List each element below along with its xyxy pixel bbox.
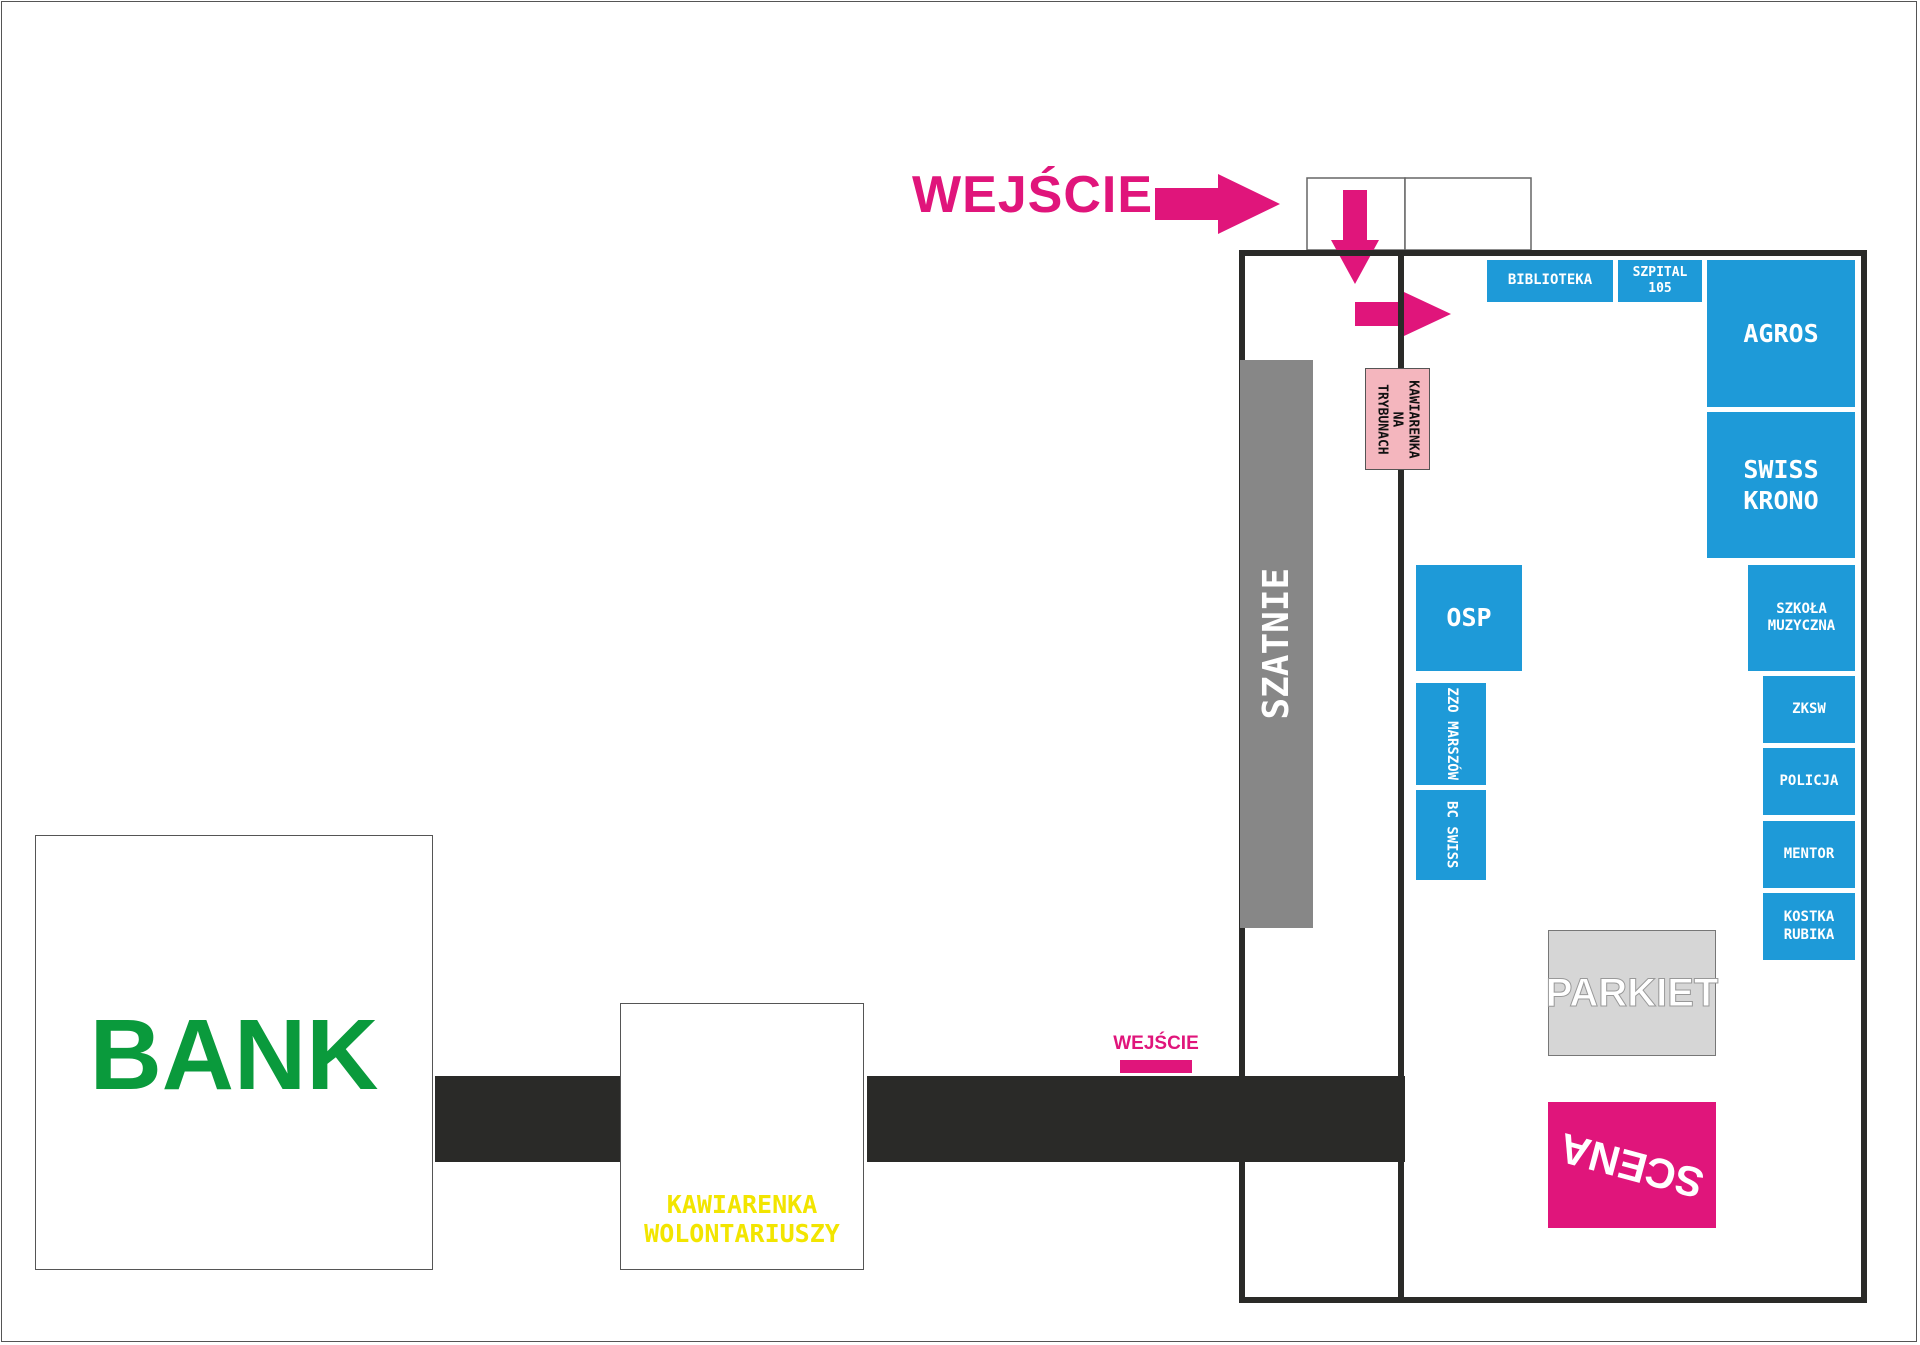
booth-agros: AGROS (1707, 260, 1855, 407)
bank-building (35, 835, 433, 1270)
booth-osp: OSP (1416, 565, 1522, 671)
vestibule-right (1404, 177, 1532, 251)
bank-label: BANK (89, 998, 379, 1111)
road-left (435, 1076, 620, 1162)
booth-swiss-krono: SWISS KRONO (1707, 412, 1855, 558)
booth-kostka-rubika: KOSTKA RUBIKA (1763, 893, 1855, 960)
entrance-arrow-down (1331, 190, 1379, 284)
side-entrance-bar (1120, 1060, 1192, 1073)
szatnie (1240, 360, 1313, 928)
kawiarenka-wolontariuszy-label: KAWIARENKA WOLONTARIUSZY (644, 1190, 840, 1248)
kawiarenka-trybuny-label: KAWIARENKA NA TRYBUNACH (1374, 379, 1421, 459)
booth-bc-swiss: BC SWISS (1416, 790, 1486, 880)
booth-policja: POLICJA (1763, 748, 1855, 815)
parkiet (1548, 930, 1716, 1056)
kawiarenka-wolontariuszy-building (620, 1003, 864, 1270)
booth-zzo-marszow: ZZO MARSZÓW (1416, 683, 1486, 785)
main-entrance-label: WEJŚCIE (912, 166, 1154, 225)
booth-mentor: MENTOR (1763, 821, 1855, 888)
kawiarenka-trybuny (1365, 368, 1430, 470)
booth-szpital-105: SZPITAL 105 (1618, 260, 1702, 302)
booth-biblioteka: BIBLIOTEKA (1487, 260, 1613, 302)
road-right (867, 1076, 1405, 1162)
side-entrance-label: WEJŚCIE (1113, 1033, 1199, 1055)
booth-szkola-muzyczna: SZKOŁA MUZYCZNA (1748, 565, 1855, 671)
entrance-arrow-right (1155, 174, 1280, 234)
booth-zksw: ZKSW (1763, 676, 1855, 743)
parkiet-label: PARKIET (1545, 971, 1719, 1016)
szatnie-label: SZATNIE (1255, 568, 1297, 720)
scena-label: SCENA (1554, 1123, 1709, 1208)
scena (1548, 1102, 1716, 1228)
